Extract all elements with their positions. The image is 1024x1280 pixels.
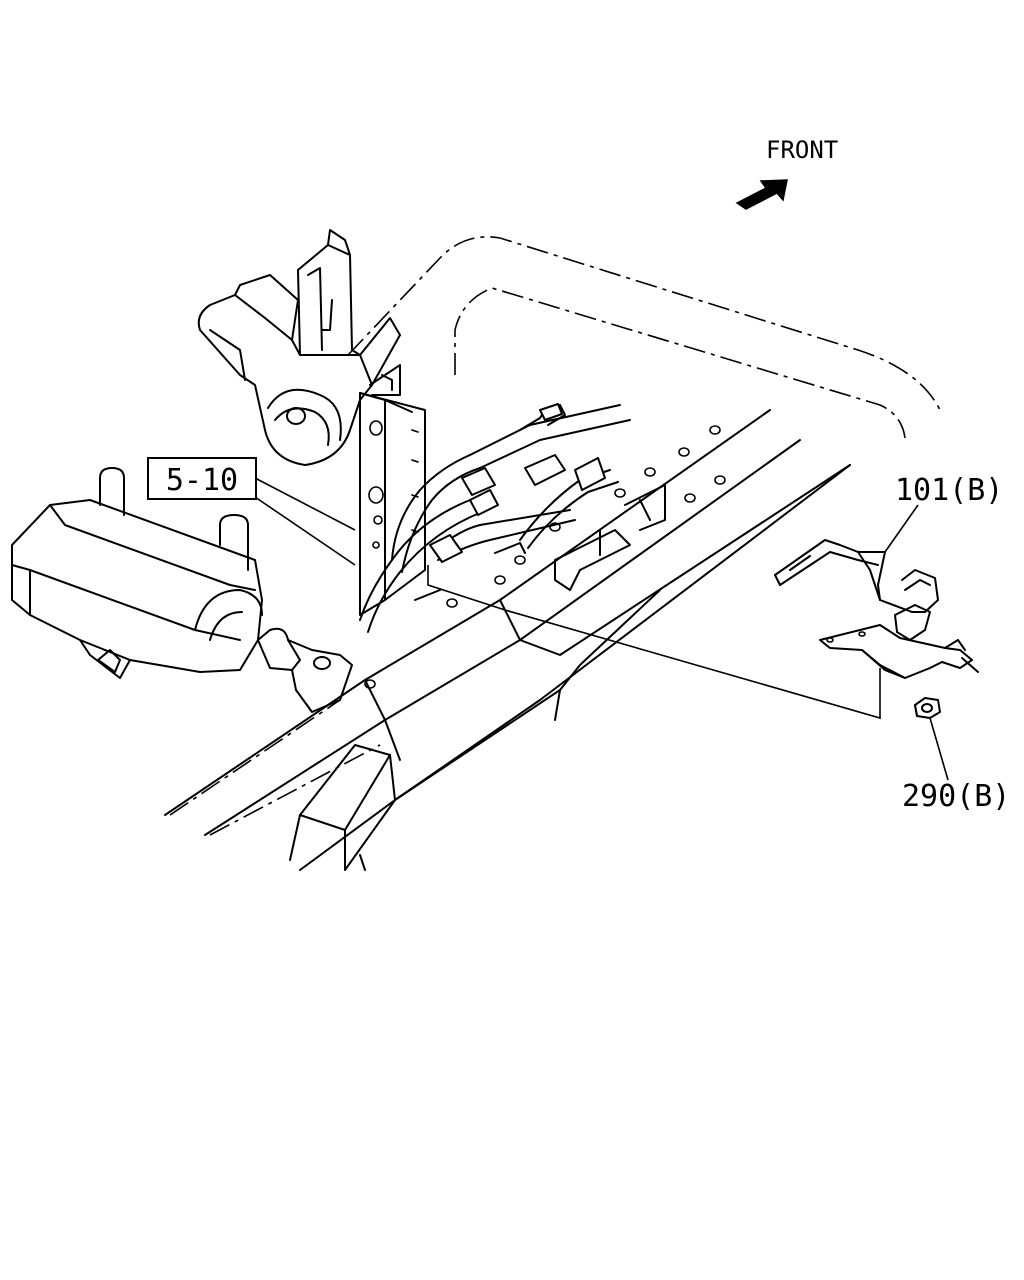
part-label-290B: 290(B) bbox=[902, 779, 1010, 814]
front-indicator: FRONT bbox=[735, 136, 838, 210]
reference-callout-box bbox=[147, 457, 257, 500]
body-outline bbox=[169, 236, 941, 836]
front-label: FRONT bbox=[766, 136, 838, 164]
mounting-plate bbox=[359, 392, 426, 616]
front-direction-arrow-icon bbox=[735, 179, 788, 210]
actuator-unit bbox=[11, 467, 353, 713]
leader-lines bbox=[254, 477, 949, 781]
wire-harness bbox=[359, 403, 666, 633]
engine-mount bbox=[197, 229, 401, 466]
bracket-part-101B bbox=[774, 539, 979, 679]
reference-callout: 5-10 bbox=[147, 457, 257, 500]
frame-rails bbox=[164, 409, 851, 871]
cross-member bbox=[289, 744, 396, 871]
reference-callout-label: 5-10 bbox=[166, 463, 238, 498]
nut-part-290B bbox=[914, 697, 941, 719]
part-label-101B: 101(B) bbox=[895, 473, 1003, 508]
